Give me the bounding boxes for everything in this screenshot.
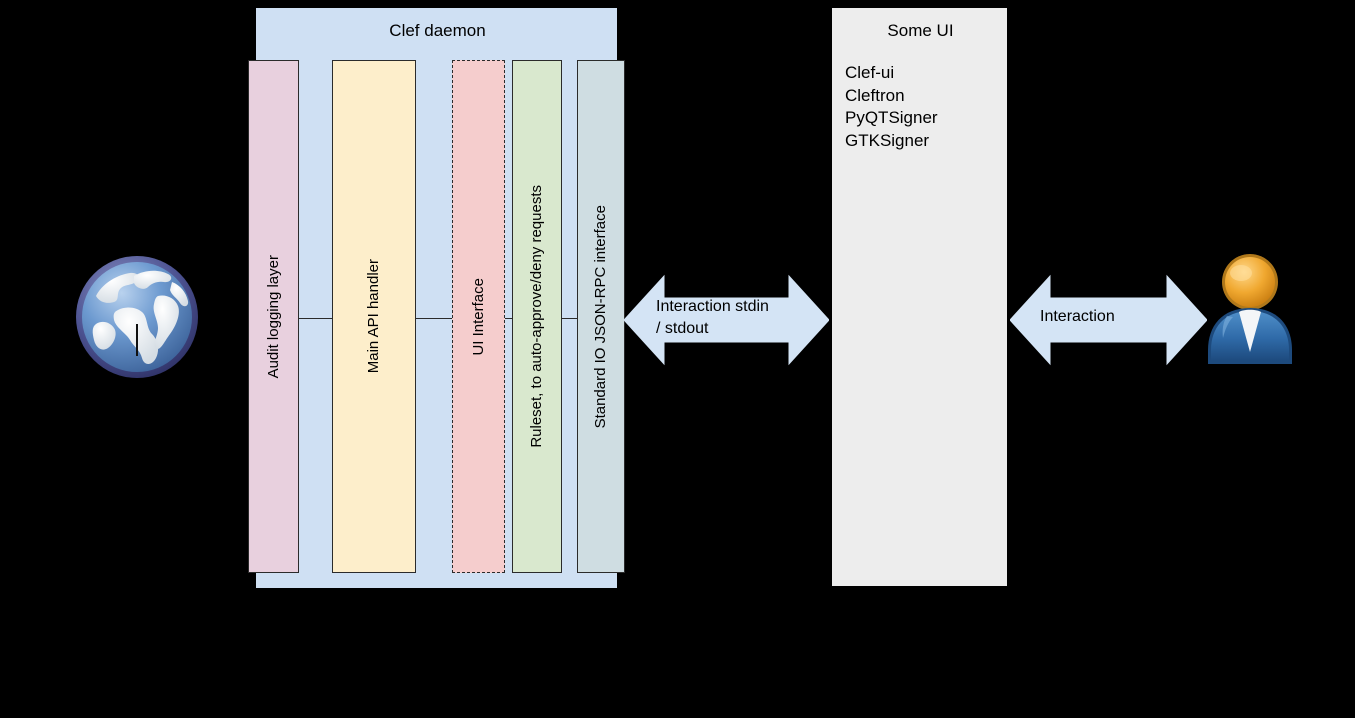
connector-ui-to-ruleset [505, 318, 512, 319]
globe-icon [72, 252, 202, 382]
component-label: Standard IO JSON-RPC interface [592, 204, 609, 429]
component-label: Audit logging layer [264, 254, 282, 379]
component-label: Ruleset, to auto-approve/deny requests [528, 185, 545, 448]
list-item: Clef-ui [845, 63, 895, 82]
list-item: GTKSigner [845, 130, 930, 150]
component-audit-logging-layer[interactable]: Audit logging layer [248, 60, 299, 573]
connector-audit-to-api [299, 318, 332, 319]
arrow-daemon-to-ui [624, 272, 829, 368]
component-label: Main API handler [365, 259, 382, 374]
component-ui-interface[interactable]: UI Interface [452, 60, 505, 573]
connector-ruleset-to-rpc [562, 318, 577, 319]
user-icon [1200, 252, 1300, 364]
arrow-ui-to-user-label: Interaction [1040, 308, 1115, 325]
connector-api-to-ui [416, 318, 452, 319]
some-ui-box: Some UI Clef-ui Cleftron PyQTSigner GTKS… [832, 8, 1007, 586]
component-standard-io-json-rpc-interface[interactable]: Standard IO JSON-RPC interface [577, 60, 625, 573]
some-ui-title: Some UI [887, 21, 954, 40]
component-ruleset[interactable]: Ruleset, to auto-approve/deny requests [512, 60, 562, 573]
list-item: Cleftron [845, 85, 905, 105]
clef-daemon-title: Clef daemon [389, 21, 486, 40]
component-label: UI Interface [469, 277, 487, 356]
clef-daemon-container: Clef daemon [256, 8, 617, 588]
arrow-daemon-to-ui-label: Interaction stdin / stdout [656, 298, 769, 337]
some-ui-list: Clef-ui Cleftron PyQTSigner GTKSigner [845, 62, 1005, 152]
arrow-ui-to-user [1010, 272, 1207, 368]
component-main-api-handler[interactable]: Main API handler [332, 60, 416, 573]
list-item: PyQTSigner [845, 108, 938, 127]
